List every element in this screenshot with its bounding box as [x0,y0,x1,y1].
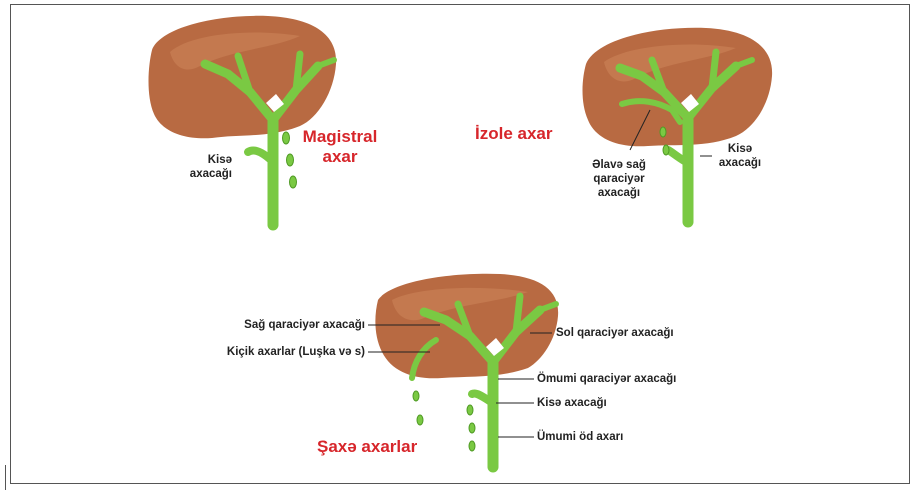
panel-magistral-diagram [149,16,337,225]
title-saxe: Şaxə axarlar [317,437,417,457]
label-line: Kisə [180,153,232,167]
title-magistral-line1: Magistral [300,127,380,147]
label-line: Əlavə sağ [583,158,655,172]
label-cystic-duct-izole: Kisə axacağı [710,142,770,170]
label-line: qaraciyər [583,172,655,186]
small-duct-drops [413,391,475,451]
label-small-ducts: Kiçik axarlar (Luşka və s) [180,345,365,359]
label-accessory-right-hepatic-duct: Əlavə sağ qaraciyər axacağı [583,158,655,200]
small-duct-drops [283,132,297,188]
label-common-hepatic-duct: Ömumi qaraciyər axacağı [537,372,676,386]
label-left-hepatic-duct: Sol qaraciyər axacağı [556,326,674,340]
label-line: Kisə [710,142,770,156]
label-line: axacağı [583,186,655,200]
title-izole: İzole axar [475,124,553,144]
label-cystic-duct-saxe: Kisə axacağı [537,396,607,410]
label-common-bile-duct: Ümumi öd axarı [537,430,623,444]
label-line: axacağı [180,167,232,181]
label-right-hepatic-duct: Sağ qaraciyər axacağı [190,318,365,332]
title-magistral: Magistral axar [300,127,380,167]
label-line: axacağı [710,156,770,170]
label-cystic-duct-magistral: Kisə axacağı [180,153,232,181]
title-magistral-line2: axar [300,147,380,167]
